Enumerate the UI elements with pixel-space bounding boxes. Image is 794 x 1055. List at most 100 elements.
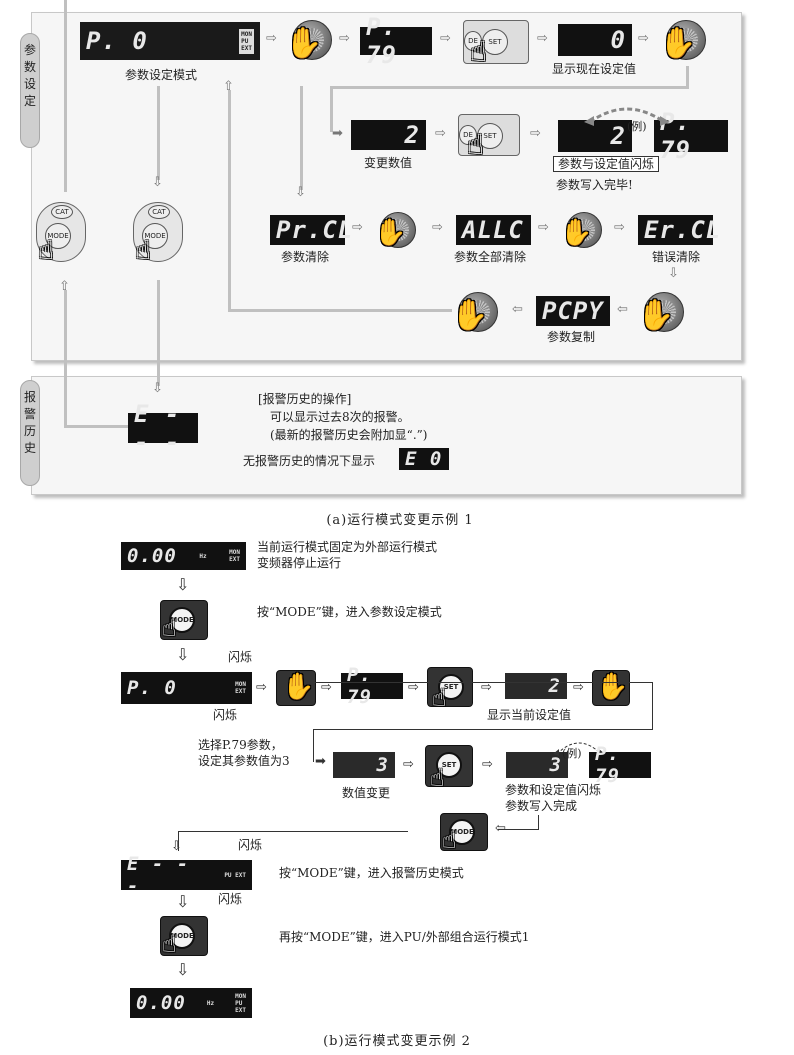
knob-a6[interactable] bbox=[644, 292, 684, 332]
change-display-b: 3 bbox=[333, 752, 395, 778]
mode-button-panel-b3: MODE bbox=[160, 916, 208, 956]
knob-a5[interactable] bbox=[458, 292, 498, 332]
caption-a: (a)运行模式变更示例 1 bbox=[326, 513, 474, 528]
change-value-display: 2 bbox=[351, 120, 426, 150]
final-unit: Hz bbox=[206, 999, 215, 1007]
no-alarm-display: E 0 bbox=[399, 448, 449, 470]
mode-button[interactable]: MODE bbox=[169, 607, 195, 633]
allc-display: ALLC bbox=[456, 215, 531, 245]
p79-display: P. 79 bbox=[360, 13, 432, 69]
current-setting-label: 显示现在设定值 bbox=[551, 62, 637, 76]
note1-line1: 当前运行模式固定为外部运行模式 bbox=[257, 540, 438, 554]
flow-alarm-h bbox=[64, 425, 128, 428]
arrow-a10: ⇨ bbox=[432, 220, 443, 235]
hand-icon: ✋ bbox=[596, 672, 629, 702]
hand-icon: ☝ bbox=[430, 764, 445, 792]
knob-panel-b2[interactable] bbox=[592, 670, 630, 706]
hand-icon: ☝ bbox=[467, 128, 485, 161]
hand-icon: ✋ bbox=[560, 218, 593, 248]
arrow-down-b4: ⇩ bbox=[176, 892, 190, 911]
flow-return-v bbox=[228, 90, 231, 312]
hand-icon: ☝ bbox=[432, 684, 447, 712]
cat-button[interactable]: CAT bbox=[148, 205, 170, 219]
arrow-up-a2: ⇧ bbox=[59, 279, 70, 294]
mode-button[interactable]: MODE bbox=[142, 223, 168, 249]
set-button[interactable]: SET bbox=[438, 674, 464, 700]
knob-a4[interactable] bbox=[566, 212, 602, 248]
run-display-b1: 0.00 Hz MON EXT bbox=[121, 542, 246, 570]
hand-icon: ☝ bbox=[470, 35, 488, 68]
mode-indicators: MON PU EXT bbox=[239, 28, 254, 54]
flash-param-display-b: P. 79 bbox=[589, 743, 651, 787]
arrow-down-b2: ⇩ bbox=[176, 645, 190, 664]
flow-connector-b bbox=[313, 682, 653, 730]
alarm-flash-top: 闪烁 bbox=[238, 838, 263, 852]
mode-button[interactable]: MODE bbox=[169, 923, 195, 949]
flash-label1-b: 参数和设定值闪烁 bbox=[505, 783, 602, 797]
arrow-down-b5: ⇩ bbox=[176, 960, 190, 979]
arrow-b2: ⇨ bbox=[321, 680, 332, 695]
flash-label: 参数与设定值闪烁 bbox=[553, 156, 660, 172]
select-line1: 选择P.79参数， bbox=[198, 738, 283, 752]
write-done-label: 参数写入完毕! bbox=[556, 178, 633, 192]
prcl-display: Pr.CL bbox=[270, 215, 352, 245]
arrow-down-b1: ⇩ bbox=[176, 575, 190, 594]
flow-alarm-down bbox=[157, 280, 160, 386]
arrow-down-a4: ⇩ bbox=[152, 381, 163, 396]
set-button[interactable]: SET bbox=[482, 29, 508, 55]
arrow-down-a1: ⇩ bbox=[152, 175, 163, 190]
flow-return-h bbox=[228, 309, 452, 312]
alarm-desc1: 可以显示过去8次的报警。 bbox=[270, 410, 410, 424]
current-label-b: 显示当前设定值 bbox=[487, 708, 572, 722]
mode-button[interactable]: MODE bbox=[45, 223, 71, 249]
hand-icon: ✋ bbox=[659, 26, 697, 61]
final-indicators: MON PU EXT bbox=[235, 992, 246, 1014]
flow-connector-a bbox=[686, 66, 689, 88]
de-button[interactable]: DE bbox=[459, 125, 477, 145]
flow-line-top bbox=[64, 0, 67, 192]
flash-param-display: P. 79 bbox=[654, 108, 728, 164]
alarm-title: [报警历史的操作] bbox=[258, 392, 352, 406]
flow-alarm-up bbox=[64, 290, 67, 428]
press-mode-2: 按“MODE”键，进入报警历史模式 bbox=[279, 866, 464, 880]
arrow-a4: ⇨ bbox=[537, 31, 548, 46]
arrow-b8: ⇨ bbox=[482, 757, 493, 772]
knob-a3[interactable] bbox=[380, 212, 416, 248]
de-button[interactable]: DE bbox=[464, 31, 482, 51]
ercl-display: Er.CL bbox=[638, 215, 720, 245]
knob-a1[interactable] bbox=[292, 20, 332, 60]
arrow-b1: ⇨ bbox=[256, 680, 267, 695]
arrow-b5: ⇨ bbox=[573, 680, 584, 695]
arrow-a12: ⇨ bbox=[614, 220, 625, 235]
flash-swap-arrow bbox=[584, 107, 670, 126]
flow-connector-b2 bbox=[313, 729, 653, 730]
hand-icon: ✋ bbox=[282, 672, 315, 702]
arrow-down-a3: ⇩ bbox=[668, 266, 679, 281]
tab-alarm-history: 报警历史 bbox=[20, 380, 40, 486]
alarm-display-b: E - - - PU EXT bbox=[121, 853, 252, 897]
flash-bottom-label: 闪烁 bbox=[213, 708, 238, 722]
knob-panel-b1[interactable] bbox=[276, 670, 316, 706]
set-button-panel-a1: DE SET bbox=[463, 20, 529, 64]
cat-button[interactable]: CAT bbox=[51, 205, 73, 219]
mode-button[interactable]: MODE bbox=[449, 819, 475, 845]
prcl-label: 参数清除 bbox=[281, 250, 330, 264]
arrow-a5: ⇨ bbox=[638, 31, 649, 46]
flow-connector-b3 bbox=[313, 729, 314, 762]
arrow-a8: ⇨ bbox=[530, 126, 541, 141]
flash-top-label: 闪烁 bbox=[228, 650, 253, 664]
hand-icon: ☝ bbox=[162, 930, 177, 958]
hand-icon: ☝ bbox=[135, 236, 151, 266]
set-button[interactable]: SET bbox=[477, 123, 503, 149]
knob-a2[interactable] bbox=[666, 20, 706, 60]
flow-b-down bbox=[538, 815, 539, 829]
set-button[interactable]: SET bbox=[436, 752, 462, 778]
mode-button-panel-a1: CAT MODE bbox=[36, 202, 86, 262]
flow-connector-a2 bbox=[330, 86, 689, 89]
tab-param-setting: 参数设定 bbox=[20, 33, 40, 148]
no-alarm-text: 无报警历史的情况下显示 bbox=[243, 454, 376, 468]
arrow-a1: ⇨ bbox=[266, 31, 277, 46]
hand-icon: ✋ bbox=[285, 26, 323, 61]
arrow-a11: ⇨ bbox=[538, 220, 549, 235]
